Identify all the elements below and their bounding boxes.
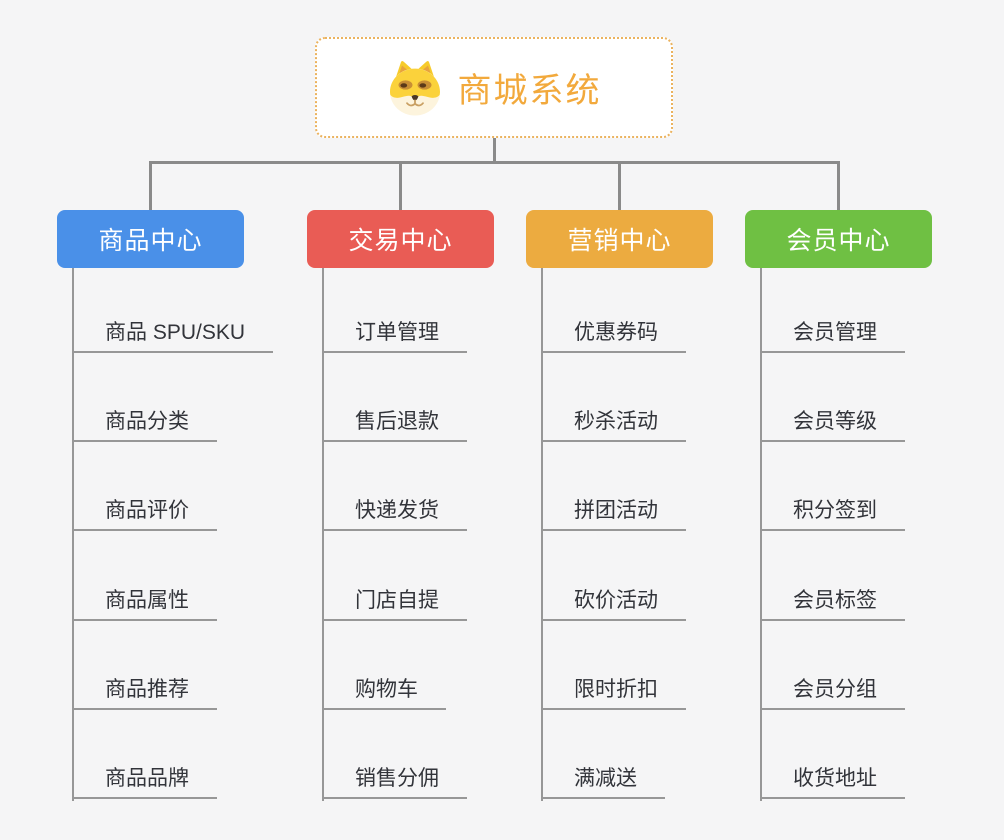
mindmap-item[interactable]: 会员等级 (760, 396, 905, 442)
shiba-dog-icon (387, 59, 443, 117)
branch-header-marketing[interactable]: 营销中心 (526, 210, 713, 268)
mindmap-item[interactable]: 购物车 (322, 664, 446, 710)
mindmap-item[interactable]: 会员分组 (760, 664, 905, 710)
branch-spine-trade (322, 268, 324, 801)
connector-root-stem (493, 138, 496, 164)
mindmap-item[interactable]: 售后退款 (322, 396, 467, 442)
mindmap-item[interactable]: 秒杀活动 (541, 396, 686, 442)
mindmap-item[interactable]: 商品 SPU/SKU (72, 307, 274, 353)
branch-header-product[interactable]: 商品中心 (57, 210, 244, 268)
mindmap-item[interactable]: 订单管理 (322, 307, 467, 353)
mindmap-item[interactable]: 拼团活动 (541, 485, 686, 531)
connector-drop-3 (618, 161, 621, 210)
connector-bus (149, 161, 840, 164)
branch-spine-product (72, 268, 74, 801)
mindmap-item[interactable]: 门店自提 (322, 575, 467, 621)
mindmap-item[interactable]: 会员管理 (760, 307, 905, 353)
branch-header-member[interactable]: 会员中心 (745, 210, 932, 268)
branch-header-trade[interactable]: 交易中心 (307, 210, 494, 268)
mindmap-item[interactable]: 满减送 (541, 753, 665, 799)
mindmap-item[interactable]: 会员标签 (760, 575, 905, 621)
branch-spine-member (760, 268, 762, 801)
mindmap-item[interactable]: 销售分佣 (322, 753, 467, 799)
connector-drop-1 (149, 161, 152, 210)
connector-drop-4 (837, 161, 840, 210)
mindmap-item[interactable]: 快递发货 (322, 485, 467, 531)
mindmap-item[interactable]: 收货地址 (760, 753, 905, 799)
mindmap-item[interactable]: 商品分类 (72, 396, 217, 442)
mindmap-item[interactable]: 商品品牌 (72, 753, 217, 799)
mindmap-item[interactable]: 限时折扣 (541, 664, 686, 710)
mindmap-item[interactable]: 优惠券码 (541, 307, 686, 353)
mindmap-item[interactable]: 商品推荐 (72, 664, 217, 710)
branch-spine-marketing (541, 268, 543, 801)
root-node[interactable]: 商城系统 (315, 37, 673, 138)
mindmap-item[interactable]: 积分签到 (760, 485, 905, 531)
mindmap-item[interactable]: 砍价活动 (541, 575, 686, 621)
mindmap-item[interactable]: 商品属性 (72, 575, 217, 621)
mindmap-item[interactable]: 商品评价 (72, 485, 217, 531)
root-title: 商城系统 (457, 72, 602, 110)
connector-drop-2 (399, 161, 402, 210)
